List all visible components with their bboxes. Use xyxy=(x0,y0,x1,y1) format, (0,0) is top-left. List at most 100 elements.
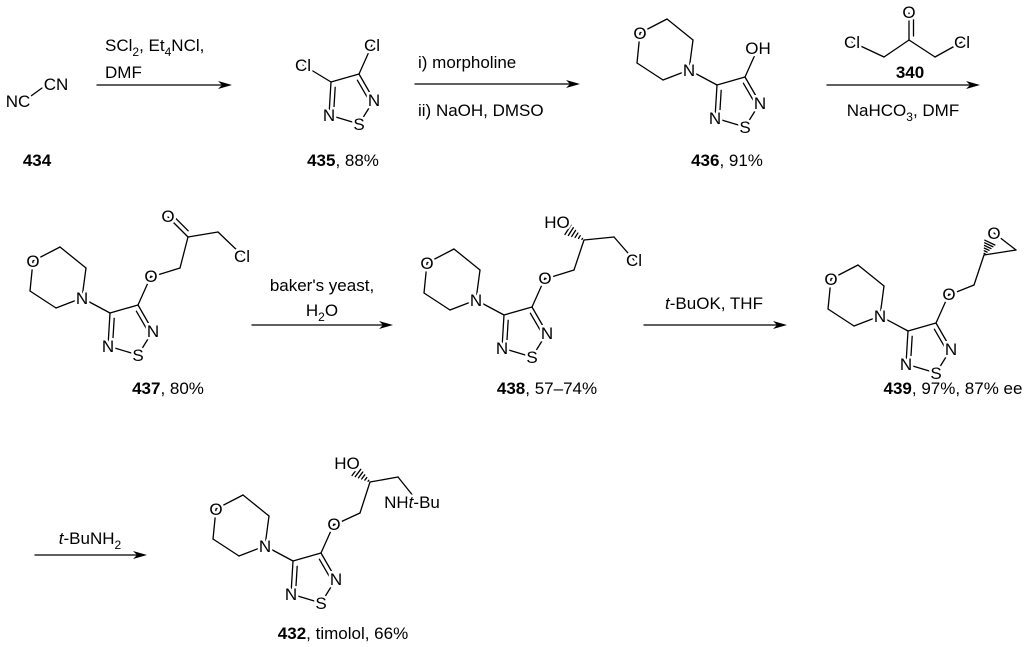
hydroxyl-label: OH xyxy=(745,39,771,58)
arrowhead-icon xyxy=(966,81,980,89)
morpholine-oxygen-label: O xyxy=(26,252,39,271)
bond xyxy=(397,476,415,498)
bond xyxy=(359,481,371,514)
morpholine-bond xyxy=(29,290,57,309)
morpholine-bond xyxy=(827,308,855,327)
hash-line xyxy=(351,465,360,477)
ether-oxygen-label: O xyxy=(144,267,157,286)
morpholine-bond xyxy=(426,248,455,264)
morpholine-bond xyxy=(453,248,481,271)
tert-butylamino-label: NHt-Bu xyxy=(384,493,440,512)
bond xyxy=(369,476,399,483)
ring-double-bond xyxy=(107,312,111,347)
morpholine-bond xyxy=(449,299,477,311)
subscript: 3 xyxy=(906,110,913,124)
carbonyl-double-bond xyxy=(167,216,189,238)
chlorine-label: Cl xyxy=(626,251,642,270)
morpholine-oxygen-label: O xyxy=(824,270,837,289)
bond xyxy=(934,41,963,58)
compound-label-434: 434 xyxy=(23,151,52,170)
ring-nitrogen-label: N xyxy=(368,91,380,110)
text-run: NCl, xyxy=(171,36,204,55)
chlorine-label: Cl xyxy=(844,33,860,52)
chlorine-label: Cl xyxy=(295,56,311,75)
morpholine-n-bond xyxy=(475,299,505,316)
hash-line xyxy=(567,227,574,237)
hash-line xyxy=(983,247,990,251)
ring-sulfur-label: S xyxy=(353,115,364,134)
reagent-step-2-below: ii) NaOH, DMSO xyxy=(418,101,544,120)
chlorine-label: Cl xyxy=(234,247,250,266)
morpholine-bond xyxy=(423,292,451,311)
ring-nitrogen-label: N xyxy=(102,337,114,356)
morpholine-bond xyxy=(666,18,694,41)
arrowhead-icon xyxy=(218,81,232,89)
text-run: , timolol, 66% xyxy=(306,624,408,643)
ring-double-bond xyxy=(905,330,909,365)
ring-double-bond-inner xyxy=(135,310,148,330)
reagent-step-3-below: NaHCO3, DMF xyxy=(847,101,959,124)
ring-bond xyxy=(503,306,533,316)
c4-substituent-bond xyxy=(137,275,152,306)
arrow-step-6 xyxy=(34,551,147,559)
ring-sulfur-label: S xyxy=(315,594,326,613)
ring-bond xyxy=(330,73,360,83)
arrow-step-5 xyxy=(643,321,787,329)
compound-number: 437 xyxy=(132,379,160,398)
stereo-hashed-bond xyxy=(564,224,584,241)
morpholine-bond xyxy=(636,32,641,64)
morpholine-nitrogen-label: N xyxy=(259,537,271,556)
morpholine-bond xyxy=(475,269,481,301)
arrow-step-4 xyxy=(251,321,393,329)
text-run: , Et xyxy=(139,36,165,55)
text-run: , 97%, 87% ee xyxy=(912,379,1023,398)
bond xyxy=(973,254,985,286)
ring-double-bond xyxy=(501,314,505,349)
ring-sulfur-label: S xyxy=(132,346,143,365)
subscript: 2 xyxy=(318,310,325,324)
text-run: DMF xyxy=(105,63,142,82)
morpholine-bond xyxy=(81,267,87,299)
compound-label-437: 437, 80% xyxy=(132,379,204,398)
bond xyxy=(179,236,189,269)
morpholine-bond xyxy=(238,545,266,557)
text-run: NH xyxy=(384,493,409,512)
morpholine-bond xyxy=(212,538,240,557)
morpholine-bond xyxy=(215,494,244,510)
morpholine-bond xyxy=(29,260,34,292)
compound-number: 435 xyxy=(307,151,335,170)
ether-oxygen-label: O xyxy=(327,515,340,534)
compound-number: 438 xyxy=(497,379,525,398)
hash-line xyxy=(983,242,994,248)
subscript: 4 xyxy=(165,45,172,59)
ring-bond xyxy=(501,347,533,358)
ring-double-bond xyxy=(290,560,294,595)
text-run: , DMF xyxy=(913,101,959,120)
ring-double-bond-inner xyxy=(742,82,755,102)
italic-text: t xyxy=(665,294,671,313)
morpholine-n-bond xyxy=(879,315,909,332)
ether-oxygen-label: O xyxy=(538,269,551,288)
hash-line xyxy=(564,224,572,236)
morpholine-n-bond xyxy=(264,545,294,562)
bond xyxy=(544,269,575,280)
text-run: , 88% xyxy=(335,151,378,170)
morpholine-oxygen-label: O xyxy=(420,254,433,273)
reagent-step-6: t-BuNH2 xyxy=(59,529,122,552)
carbonyl-double-bond-inner xyxy=(173,216,189,232)
nitrile-label: NC xyxy=(6,92,31,111)
bond xyxy=(908,39,936,58)
morpholine-bond xyxy=(830,264,859,280)
ring-double-bond xyxy=(531,306,548,334)
morpholine-bond xyxy=(857,264,885,287)
bond xyxy=(573,239,585,271)
compound-label-436: 436, 91% xyxy=(691,151,763,170)
morpholine-n-bond xyxy=(688,69,718,86)
reagent-step-2-above: i) morpholine xyxy=(418,53,516,72)
epoxide-oxygen-label: O xyxy=(987,224,1000,243)
ring-double-bond-inner xyxy=(295,565,298,590)
compound-label-432: 432, timolol, 66% xyxy=(278,624,408,643)
ring-sulfur-label: S xyxy=(930,364,941,383)
morpholine-nitrogen-label: N xyxy=(683,61,695,80)
